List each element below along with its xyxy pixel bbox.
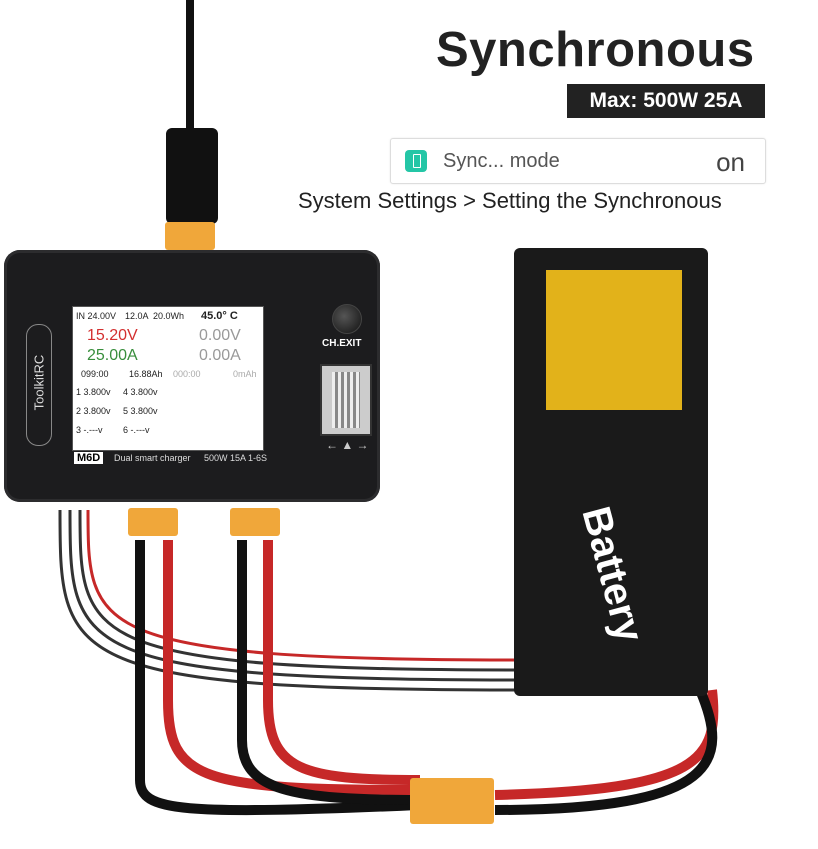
page-title: Synchronous [436,23,755,77]
xt60-output-connector-2 [230,508,280,536]
sync-mode-label: Sync... mode [443,150,560,172]
battery-icon [405,150,427,172]
arrows-icon: ← ▲ → [326,438,369,452]
settings-path: System Settings > Setting the Synchronou… [298,188,722,213]
battery-label: Battery [573,502,652,647]
scroll-wheel[interactable] [320,364,372,436]
ch-exit-label: CH.EXIT [322,338,362,349]
control-knob[interactable] [332,304,362,334]
charger-spec: 500W 15A 1-6S [204,453,268,463]
max-power-badge: Max: 500W 25A [567,84,765,118]
xt60-input-connector [165,222,215,250]
battery-pack: Battery [514,248,708,696]
brand-logo: ToolkitRC [26,324,52,446]
xt60-output-connector-1 [128,508,178,536]
sync-mode-setting[interactable]: Sync... mode on [390,138,766,184]
battery-label-stripe [546,270,682,410]
model-label: M6D [74,452,104,464]
sync-mode-value[interactable]: on [716,147,745,177]
charger-device: ToolkitRC IN 24.00V 12.0A 20.0Wh 45.0° C… [4,250,380,502]
charger-screen: IN 24.00V 12.0A 20.0Wh 45.0° C 15.20V 25… [72,306,264,451]
xt60-parallel-connector [410,778,494,824]
charger-description: Dual smart charger [114,453,191,463]
